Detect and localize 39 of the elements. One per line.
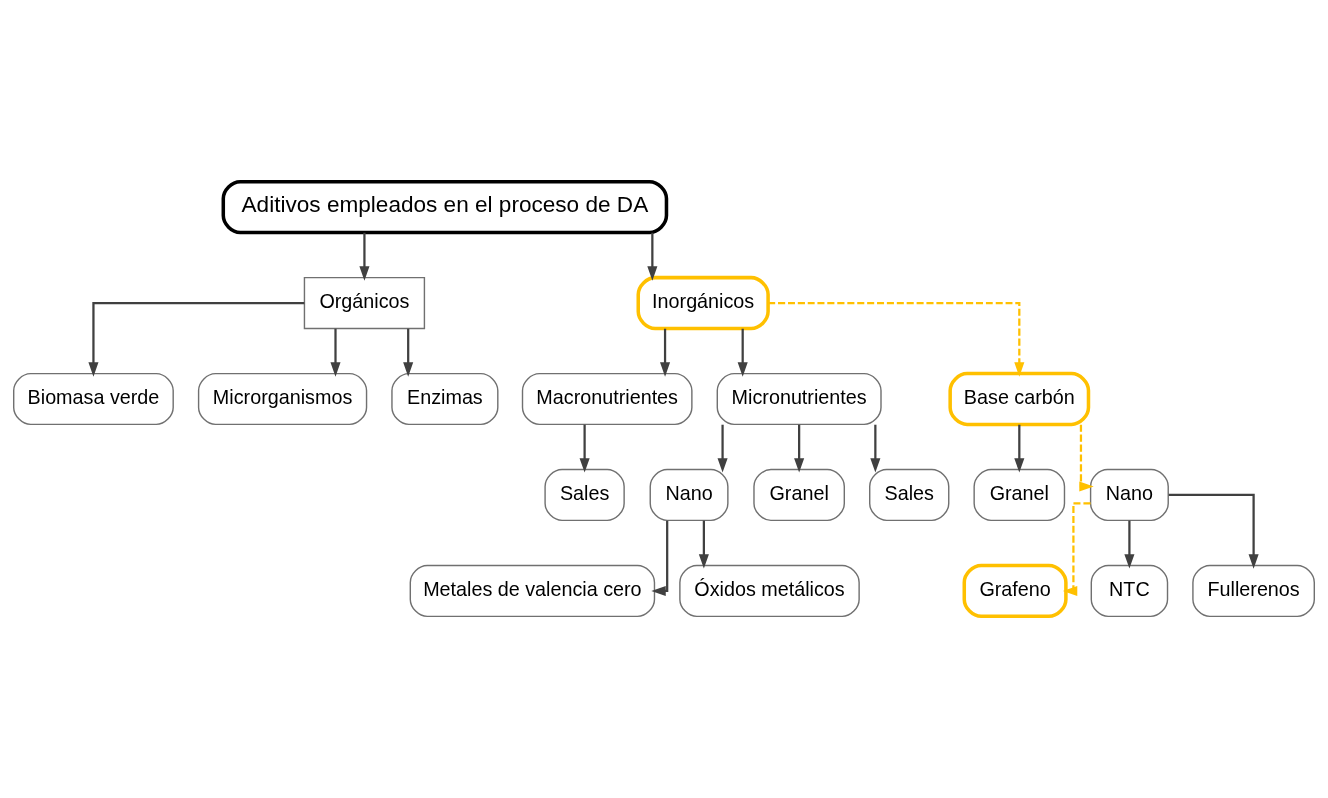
node-box: Aditivos empleados en el proceso de DA [221, 179, 669, 235]
arrow [88, 301, 305, 377]
arrow [647, 232, 658, 281]
arrow [1062, 502, 1091, 596]
arrow [698, 520, 709, 569]
arrow [1168, 493, 1259, 569]
arrow [1124, 520, 1135, 569]
node-box: Metales de valencia cero [409, 564, 656, 618]
node-box: Enzimas [391, 372, 499, 426]
node-box: Orgánicos [303, 276, 426, 330]
node-box: Óxidos metálicos [679, 564, 860, 618]
arrow [1079, 424, 1094, 492]
node-box: Micronutrientes [716, 372, 882, 426]
node-box: Nano [1089, 468, 1169, 522]
arrow [768, 301, 1025, 377]
arrow [651, 520, 669, 596]
arrow [660, 328, 671, 377]
node-box: Grafeno [962, 563, 1068, 619]
node-box: Sales [869, 468, 950, 522]
arrow [579, 424, 590, 473]
arrow [717, 424, 728, 473]
node-box: NTC [1090, 564, 1169, 618]
arrow [403, 328, 414, 377]
node-box: Inorgánicos [636, 275, 770, 331]
arrow [794, 424, 805, 473]
node-box: Granel [973, 468, 1066, 522]
arrow [1014, 424, 1025, 473]
node-box: Macronutrientes [521, 372, 693, 426]
node-box: Sales [544, 468, 625, 522]
arrow [870, 424, 881, 473]
node-box: Microrganismos [197, 372, 368, 426]
node-box: Nano [649, 468, 729, 522]
arrow [737, 328, 748, 377]
node-box: Base carbón [948, 371, 1091, 427]
arrow [359, 232, 370, 281]
arrow [330, 328, 341, 377]
node-box: Biomasa verde [13, 372, 174, 426]
node-box: Fullerenos [1192, 564, 1315, 618]
node-box: Granel [753, 468, 845, 522]
